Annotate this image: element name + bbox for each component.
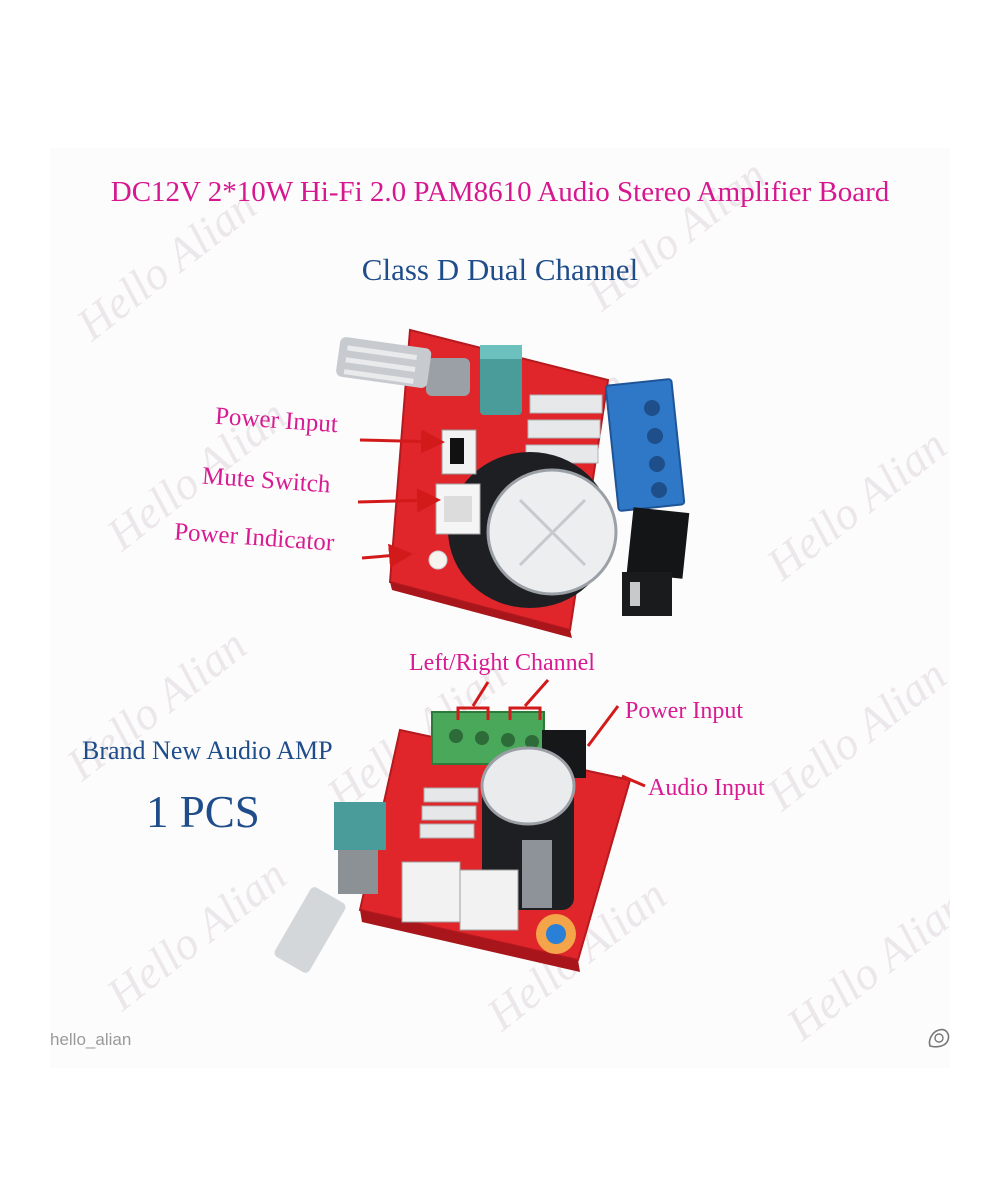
watermark: Hello Alian [576, 148, 776, 321]
callout-arrows-top [357, 429, 445, 568]
callout-arrows-bottom [456, 679, 646, 788]
watermark: Hello Alian [756, 648, 950, 821]
amplifier-board-top-view [336, 328, 690, 638]
brand-new-text: Brand New Audio AMP [82, 736, 333, 765]
ebay-photo-badge-icon [928, 1028, 950, 1048]
callout-power-input-bottom: Power Input [625, 698, 743, 724]
callout-audio-input: Audio Input [648, 775, 765, 801]
amplifier-board-angled-view [274, 711, 632, 973]
seller-username: hello_alian [50, 1030, 132, 1049]
product-title: DC12V 2*10W Hi-Fi 2.0 PAM8610 Audio Ster… [110, 176, 890, 208]
watermark: Hello Alian [756, 418, 950, 591]
quantity-text: 1 PCS [146, 787, 260, 837]
callout-left-right-channel: Left/Right Channel [409, 650, 595, 676]
product-subtitle: Class D Dual Channel [361, 252, 639, 287]
watermark: Hello Alian [776, 878, 950, 1051]
